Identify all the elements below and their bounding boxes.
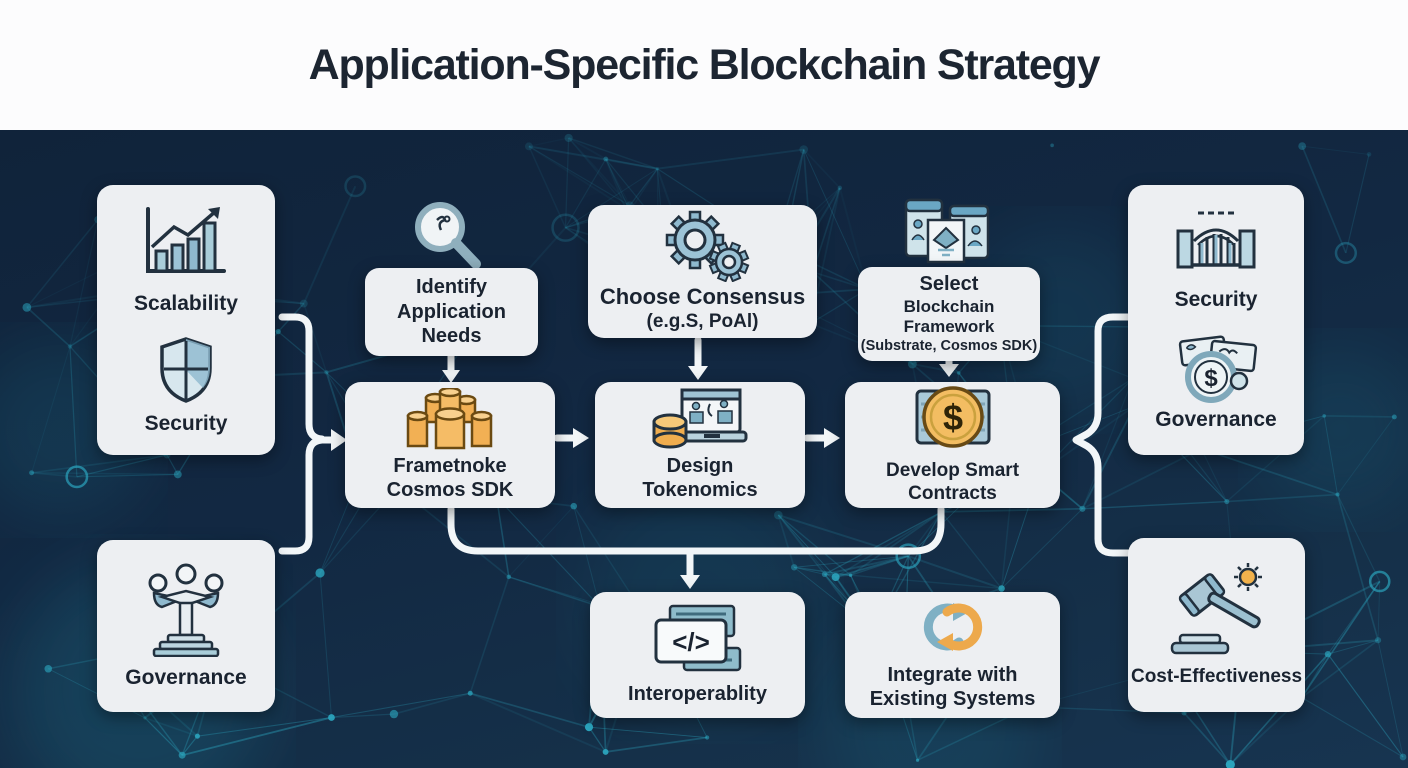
security-right-label: Security	[1174, 288, 1258, 312]
consensus-line1: Choose Consensus	[599, 283, 806, 309]
node-interoperability: </> Interoperablity	[590, 592, 805, 718]
node-smart-contracts: $ Develop Smart Contracts	[845, 382, 1060, 508]
governance-statue-icon	[148, 563, 224, 658]
cost-effectiveness-label: Cost-Effectiveness	[1130, 666, 1303, 688]
interoperability-label: Interoperablity	[628, 682, 767, 705]
governance-left-label: Governance	[125, 666, 247, 690]
node-choose-consensus: Choose Consensus (e.g.S, PoAl)	[588, 205, 817, 338]
sync-arrows-icon	[923, 602, 982, 651]
framework-line2: Cosmos SDK	[386, 479, 514, 501]
governance-right-label: Governance	[1155, 408, 1277, 431]
framework-screens-icon	[904, 198, 990, 264]
dollar-glyph: $	[942, 397, 962, 438]
identify-line1: Identify	[415, 276, 488, 299]
node-select-framework: Select Blockchain Framework (Substrate, …	[858, 267, 1040, 361]
tokenomics-line1: Design	[666, 454, 734, 477]
code-glyph: </>	[672, 627, 710, 657]
node-integrate-systems: Integrate with Existing Systems	[845, 592, 1060, 718]
identify-line2: Application	[397, 300, 506, 323]
pillar-card-security-governance: Security $ Governance	[1128, 185, 1304, 455]
page-title: Application-Specific Blockchain Strategy	[308, 40, 1101, 89]
node-framework-sdk: Frametnoke Cosmos SDK	[345, 382, 555, 508]
coin-barrels-icon	[406, 387, 493, 449]
shield-icon	[160, 337, 212, 403]
bridge-gate-icon	[1176, 211, 1256, 269]
gears-icon	[665, 210, 749, 282]
smart-contracts-label: Develop Smart Contracts	[885, 459, 1020, 504]
money-coin-icon: $	[1178, 335, 1258, 403]
select-line3: (Substrate, Cosmos SDK)	[860, 338, 1038, 355]
pillar-card-governance-left: Governance	[97, 540, 275, 712]
security-left-label: Security	[144, 412, 228, 435]
consensus-line2: (e.g.S, PoAl)	[646, 311, 759, 333]
framework-line1: Frametnoke	[393, 454, 507, 477]
magnifier-icon	[415, 202, 481, 269]
title-band: Application-Specific Blockchain Strategy	[0, 0, 1408, 130]
node-identify-needs: Identify Application Needs	[365, 268, 538, 356]
gavel-icon	[1170, 563, 1262, 655]
integrate-line2: Existing Systems	[869, 688, 1036, 710]
dollar-glyph: $	[1204, 365, 1218, 392]
node-design-tokenomics: Design Tokenomics	[595, 382, 805, 508]
growth-chart-icon	[146, 207, 226, 274]
code-cards-icon: </>	[654, 604, 741, 672]
select-line2: Blockchain Framework	[903, 296, 995, 337]
pillar-card-scalability-security: Scalability Security	[97, 185, 275, 455]
scalability-label: Scalability	[134, 292, 238, 316]
dollar-coin-icon: $	[915, 386, 990, 448]
select-line1: Select	[919, 273, 979, 296]
identify-line3: Needs	[421, 325, 482, 348]
pillar-card-cost-effectiveness: Cost-Effectiveness	[1128, 538, 1305, 712]
tokenomics-line2: Tokenomics	[642, 479, 758, 501]
integrate-line1: Integrate with	[887, 663, 1018, 686]
tokenomics-laptop-icon	[652, 388, 748, 449]
